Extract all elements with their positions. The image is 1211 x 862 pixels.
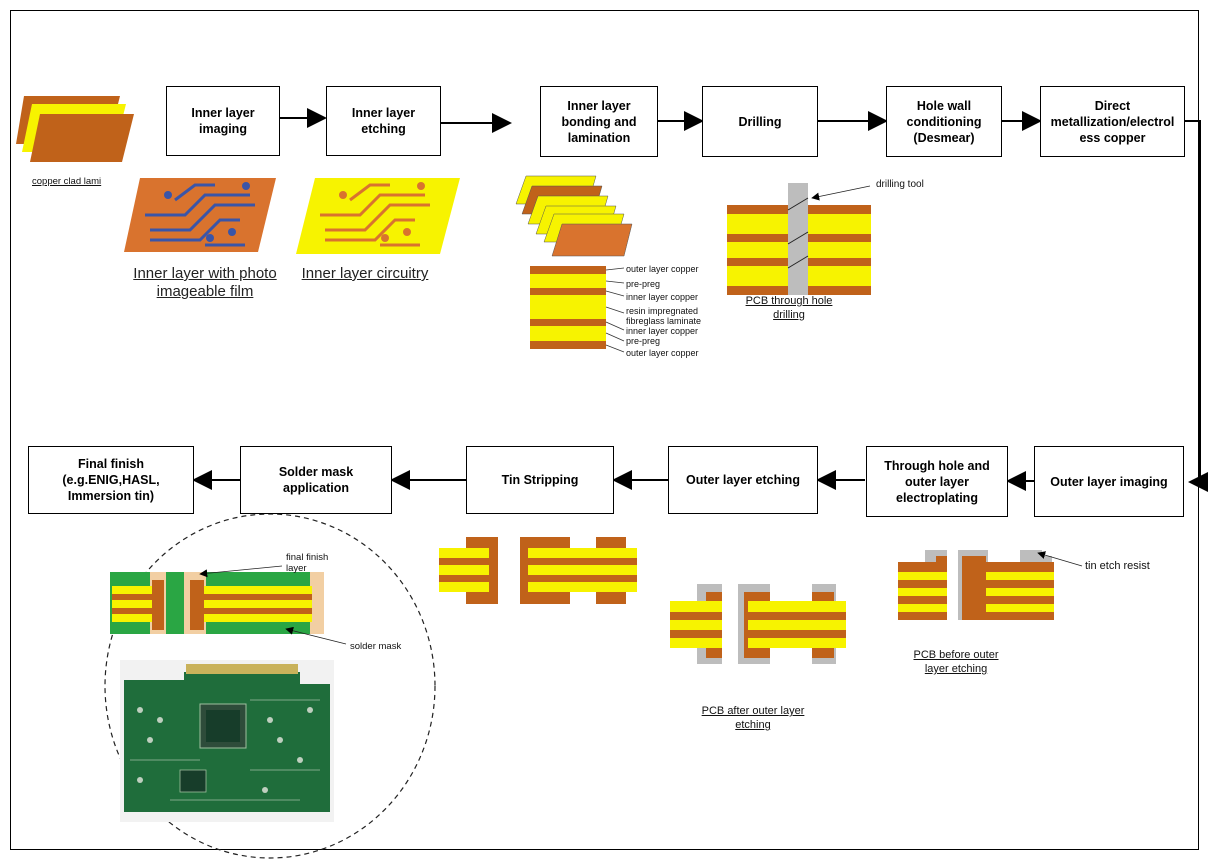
inner-circuitry-board-icon — [296, 178, 460, 254]
step-inner-layer-etching: Inner layer etching — [326, 86, 441, 156]
stack-label-8: outer layer copper — [626, 348, 699, 358]
finished-pcb-photo — [120, 660, 334, 822]
before-etching-label: PCB before outer layer etching — [900, 648, 1012, 676]
stackup-cross-section — [530, 266, 606, 349]
tin-etch-resist-label: tin etch resist — [1085, 560, 1150, 572]
photo-film-board-icon — [124, 178, 276, 252]
solder-mask-label: solder mask — [350, 641, 401, 652]
drilling-tool-label: drilling tool — [876, 179, 924, 190]
tin-stripped-cross-section — [439, 537, 637, 604]
copper-clad-label: copper clad lami — [32, 176, 108, 187]
final-finish-layer-label: final finish layer — [286, 552, 328, 574]
stack-label-4: resin impregnated — [626, 306, 698, 316]
photo-film-label: Inner layer with photo imageable film — [110, 265, 300, 301]
copper-clad-laminate-icon — [16, 96, 134, 162]
before-etching-cross-section — [898, 550, 1082, 620]
step-final-finish: Final finish (e.g.ENIG,HASL, Immersion t… — [28, 446, 194, 514]
stack-label-3: inner layer copper — [626, 292, 698, 302]
step-through-hole-electroplating: Through hole and outer layer electroplat… — [866, 446, 1008, 517]
stack-label-2: pre-preg — [626, 279, 660, 289]
after-etching-cross-section — [670, 584, 846, 664]
step-inner-layer-imaging: Inner layer imaging — [166, 86, 280, 156]
step-drilling: Drilling — [702, 86, 818, 157]
after-etching-label: PCB after outer layer etching — [686, 704, 820, 732]
step-bonding-lamination: Inner layer bonding and lamination — [540, 86, 658, 157]
step-outer-layer-imaging: Outer layer imaging — [1034, 446, 1184, 517]
drilling-cross-section — [727, 183, 871, 295]
stack-label-1: outer layer copper — [626, 264, 699, 274]
lamination-sheets-icon — [516, 176, 632, 256]
solder-mask-cross-section — [110, 566, 346, 644]
stack-label-7: pre-preg — [626, 336, 660, 346]
stack-label-6: inner layer copper — [626, 326, 698, 336]
step-outer-layer-etching: Outer layer etching — [668, 446, 818, 514]
stack-label-5: fibreglass laminate — [626, 316, 701, 326]
step-tin-stripping: Tin Stripping — [466, 446, 614, 514]
step-hole-wall-conditioning: Hole wall conditioning (Desmear) — [886, 86, 1002, 157]
step-direct-metallization: Direct metallization/electrol ess copper — [1040, 86, 1185, 157]
step-solder-mask-application: Solder mask application — [240, 446, 392, 514]
through-hole-label: PCB through hole drilling — [734, 294, 844, 322]
inner-circuitry-label: Inner layer circuitry — [290, 265, 440, 283]
